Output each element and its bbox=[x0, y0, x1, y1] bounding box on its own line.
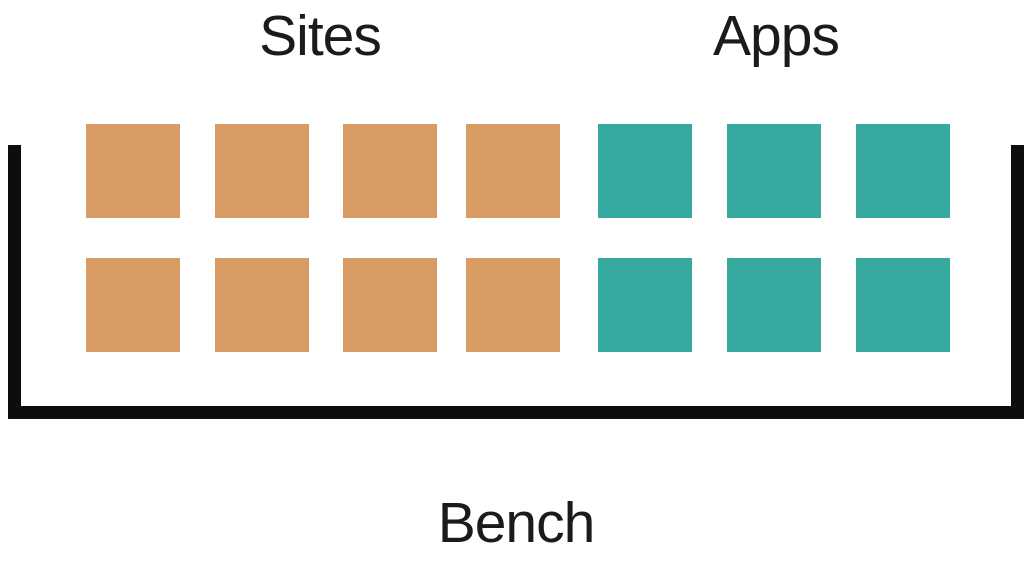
group-label-sites: Sites bbox=[259, 4, 382, 68]
tile-sites bbox=[466, 124, 560, 218]
tile-sites bbox=[215, 258, 309, 352]
bench-label: Bench bbox=[437, 491, 596, 555]
tile-apps bbox=[856, 258, 950, 352]
tile-sites bbox=[466, 258, 560, 352]
tile-apps bbox=[856, 124, 950, 218]
tile-sites bbox=[86, 124, 180, 218]
bench-bracket bbox=[8, 145, 1024, 419]
tile-sites bbox=[86, 258, 180, 352]
tile-sites bbox=[343, 124, 437, 218]
bench-bracket-bottom-arm bbox=[8, 406, 1024, 419]
tile-apps bbox=[598, 124, 692, 218]
bench-bracket-left-arm bbox=[8, 145, 21, 419]
group-label-apps: Apps bbox=[713, 4, 840, 68]
bench-bracket-right-arm bbox=[1011, 145, 1024, 419]
tile-apps bbox=[727, 258, 821, 352]
tile-apps bbox=[598, 258, 692, 352]
tile-sites bbox=[343, 258, 437, 352]
tile-sites bbox=[215, 124, 309, 218]
tile-apps bbox=[727, 124, 821, 218]
